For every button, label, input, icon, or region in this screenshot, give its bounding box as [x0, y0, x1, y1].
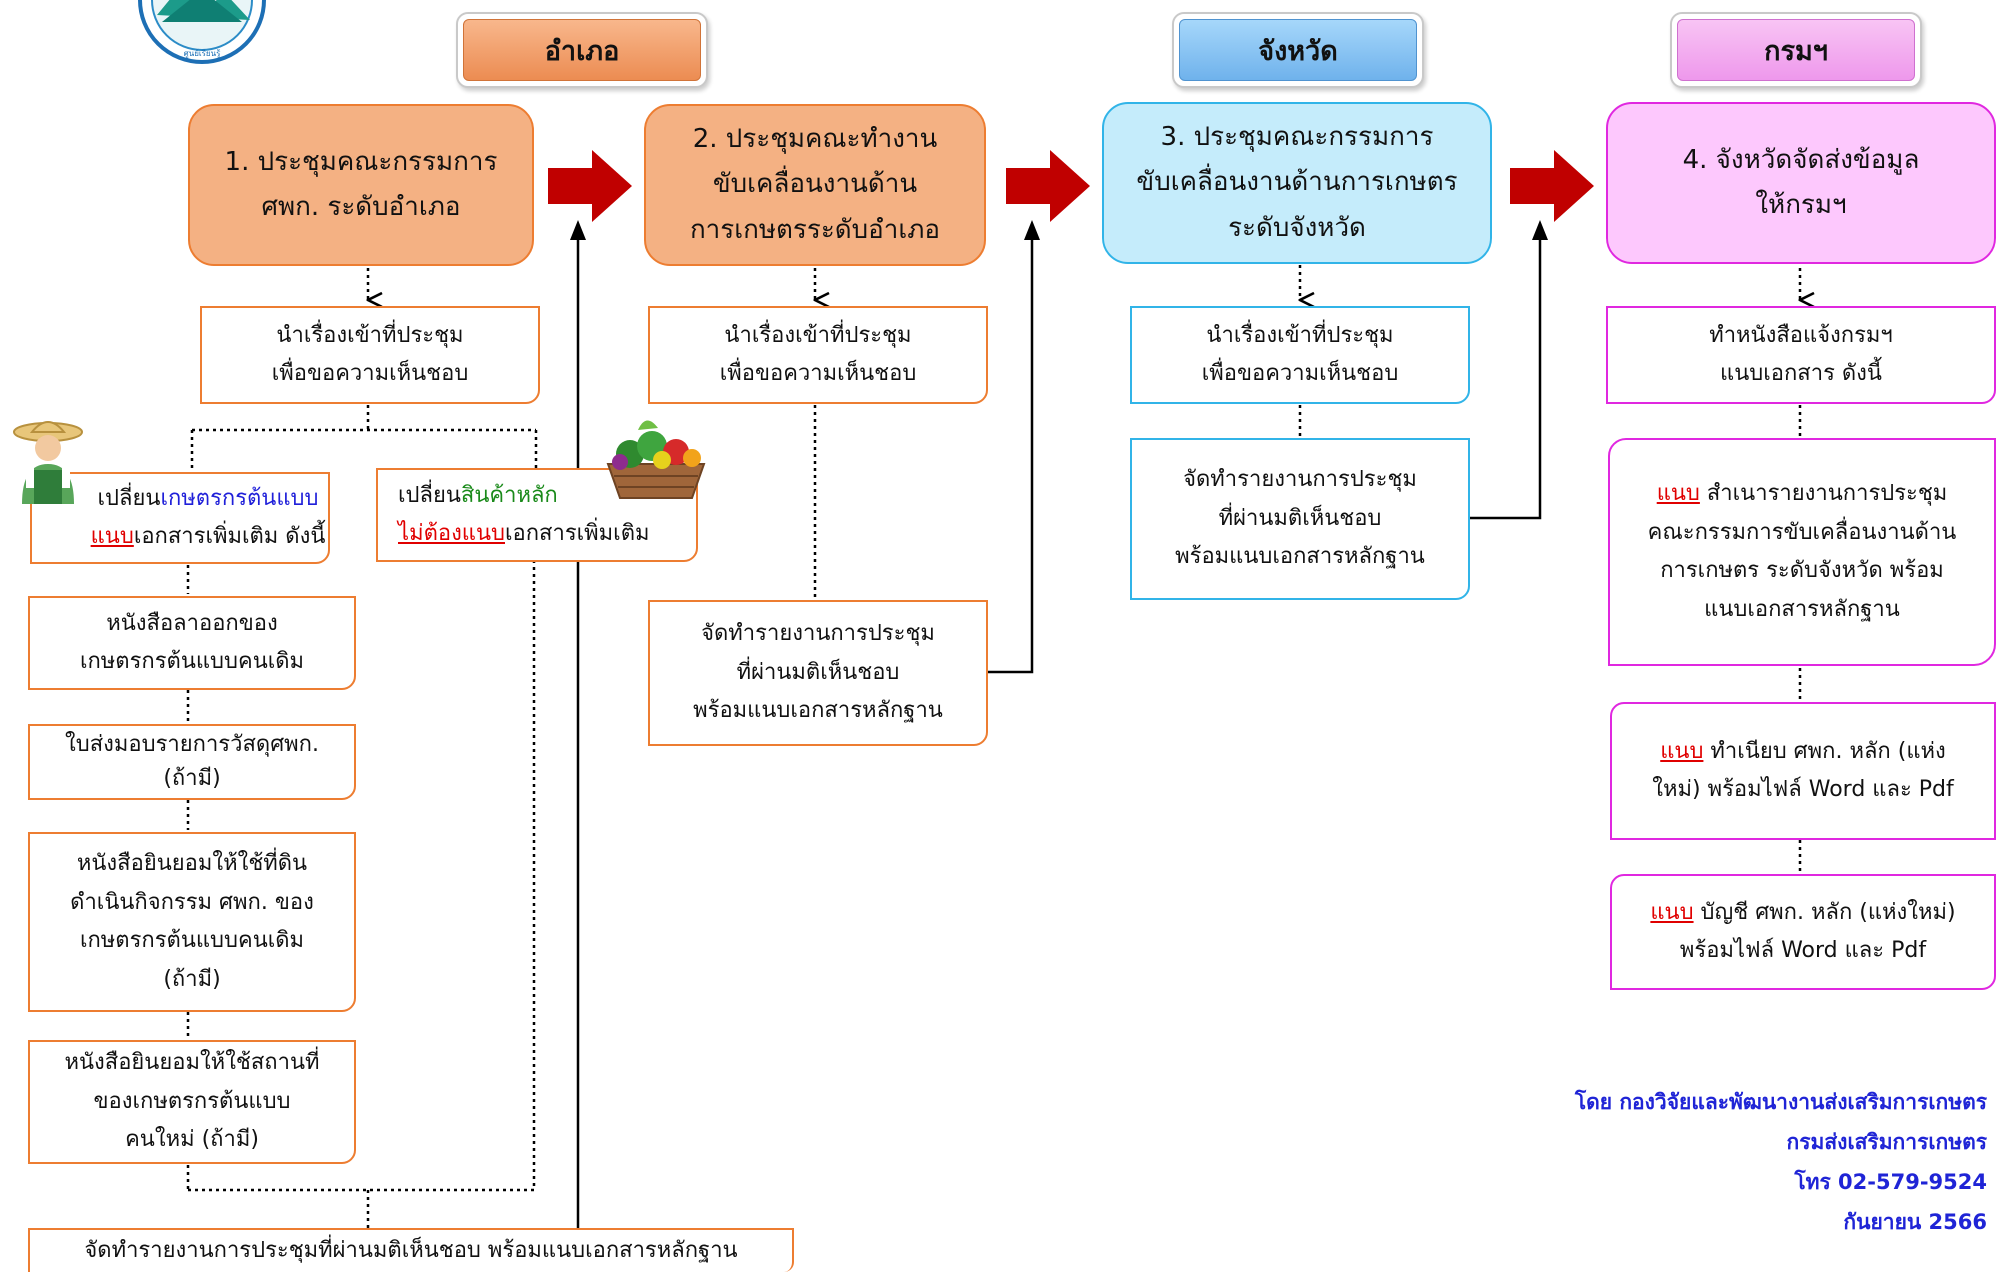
- vegetable-basket-icon: [606, 420, 706, 499]
- red-arrow-icon: [1510, 150, 1594, 222]
- dept-doc2-box: แนบ ทำเนียบ ศพก. หลัก (แห่ง ใหม่) พร้อมไ…: [1610, 702, 1996, 840]
- step2-line3: การเกษตรระดับอำเภอ: [689, 214, 941, 245]
- header-province-label: จังหวัด: [1179, 19, 1417, 81]
- header-district-label: อำเภอ: [463, 19, 701, 81]
- footer-line1: โดย กองวิจัยและพัฒนางานส่งเสริมการเกษตร: [1574, 1090, 1987, 1114]
- footer-line2: กรมส่งเสริมการเกษตร: [1786, 1129, 1987, 1154]
- dept-letter-box: ทำหนังสือแจ้งกรมฯ แนบเอกสาร ดังนี้: [1606, 306, 1996, 404]
- header-department: กรมฯ: [1670, 12, 1922, 88]
- step1-line1: 1. ประชุมคณะกรรมการ: [224, 146, 498, 177]
- step2-line2: ขับเคลื่อนงานด้าน: [712, 169, 918, 200]
- header-province: จังหวัด: [1172, 12, 1424, 88]
- header-district: อำเภอ: [456, 12, 708, 88]
- footer-line3: โทร 02-579-9524: [1794, 1169, 1987, 1194]
- doc-resign-box: หนังสือลาออกของ เกษตรกรต้นแบบคนเดิม: [28, 596, 356, 690]
- report-approved-district: จัดทำรายงานการประชุม ที่ผ่านมติเห็นชอบ พ…: [648, 600, 988, 746]
- step3-line2: ขับเคลื่อนงานด้านการเกษตร: [1136, 167, 1458, 198]
- submit-meeting-province: นำเรื่องเข้าที่ประชุม เพื่อขอความเห็นชอบ: [1130, 306, 1470, 404]
- step3-line3: ระดับจังหวัด: [1228, 212, 1366, 243]
- submit-meeting-working-group: นำเรื่องเข้าที่ประชุม เพื่อขอความเห็นชอบ: [648, 306, 988, 404]
- red-arrow-icon: [548, 150, 632, 222]
- doc-land-box: หนังสือยินยอมให้ใช้ที่ดิน ดำเนินกิจกรรม …: [28, 832, 356, 1012]
- logo-icon: ศูนย์เรียนรู้: [138, 0, 266, 64]
- submit-meeting-district: นำเรื่องเข้าที่ประชุม เพื่อขอความเห็นชอบ: [200, 306, 540, 404]
- step3-box: 3. ประชุมคณะกรรมการ ขับเคลื่อนงานด้านการ…: [1102, 102, 1492, 264]
- svg-text:ศูนย์เรียนรู้: ศูนย์เรียนรู้: [184, 48, 221, 59]
- step1-box: 1. ประชุมคณะกรรมการ ศพก. ระดับอำเภอ: [188, 104, 534, 266]
- footer-line4: กันยายน 2566: [1843, 1209, 1987, 1234]
- farmer-icon: [13, 421, 83, 504]
- bottom-report-box: จัดทำรายงานการประชุมที่ผ่านมติเห็นชอบ พร…: [28, 1228, 794, 1272]
- step2-line1: 2. ประชุมคณะทำงาน: [692, 123, 938, 154]
- doc-handover-box: ใบส่งมอบรายการวัสดุศพก. (ถ้ามี): [28, 724, 356, 800]
- step1-line2: ศพก. ระดับอำเภอ: [261, 192, 461, 222]
- doc-place-box: หนังสือยินยอมให้ใช้สถานที่ ของเกษตรกรต้น…: [28, 1040, 356, 1164]
- change-product-box: เปลี่ยนสินค้าหลัก ไม่ต้องแนบเอกสารเพิ่มเ…: [376, 468, 698, 562]
- step4-line1: 4. จังหวัดจัดส่งข้อมูล: [1682, 144, 1920, 175]
- dept-doc1-box: แนบ สำเนารายงานการประชุม คณะกรรมการขับเค…: [1608, 438, 1996, 666]
- step4-line2: ให้กรมฯ: [1755, 190, 1847, 220]
- change-farmer-box: เปลี่ยนเกษตรกรต้นแบบ แนบเอกสารเพิ่มเติม …: [30, 472, 330, 564]
- footer-credits: โดย กองวิจัยและพัฒนางานส่งเสริมการเกษตร …: [1575, 1083, 1987, 1243]
- step3-line1: 3. ประชุมคณะกรรมการ: [1160, 121, 1434, 152]
- dept-doc3-box: แนบ บัญชี ศพก. หลัก (แห่งใหม่) พร้อมไฟล์…: [1610, 874, 1996, 990]
- header-department-label: กรมฯ: [1677, 19, 1915, 81]
- step2-box: 2. ประชุมคณะทำงาน ขับเคลื่อนงานด้าน การเ…: [644, 104, 986, 266]
- red-arrow-icon: [1006, 150, 1090, 222]
- step4-box: 4. จังหวัดจัดส่งข้อมูล ให้กรมฯ: [1606, 102, 1996, 264]
- report-approved-province: จัดทำรายงานการประชุม ที่ผ่านมติเห็นชอบ พ…: [1130, 438, 1470, 600]
